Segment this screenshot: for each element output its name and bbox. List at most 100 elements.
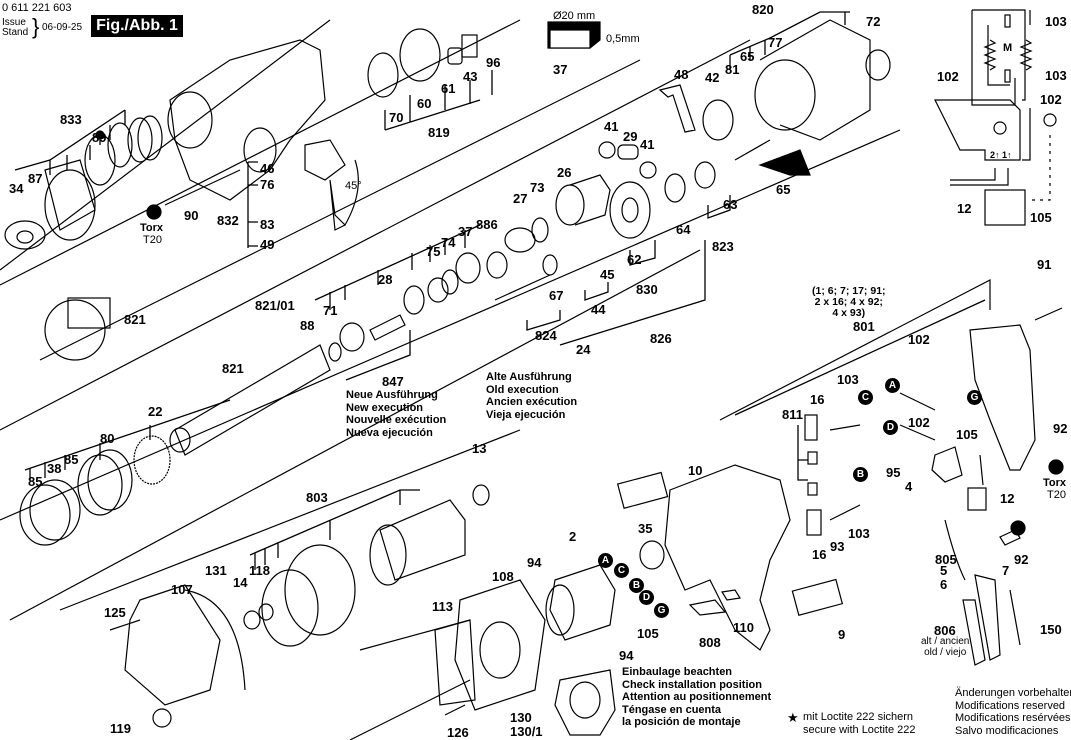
part-5-cable: [944, 519, 966, 581]
part-label: 48: [674, 67, 689, 82]
part-14: [243, 610, 261, 630]
part-label: 6: [940, 577, 948, 592]
part-60: [399, 28, 441, 82]
part-37: [455, 252, 481, 284]
part-label: 805: [935, 552, 957, 567]
torx-size: T20: [1047, 489, 1066, 501]
part-label: 9: [838, 627, 846, 642]
part-label: 824: [535, 328, 557, 343]
part-105-wire: [979, 454, 984, 486]
part-150-wire: [1009, 589, 1021, 646]
part-110-label: [721, 589, 741, 601]
part-821-ring: [339, 322, 365, 352]
part-label: 43: [463, 69, 478, 84]
part-label: 34: [9, 181, 24, 196]
part-12-capacitor: [967, 487, 987, 511]
part-label: 81: [725, 62, 740, 77]
part-label: 42: [705, 70, 720, 85]
part-label: 24: [576, 342, 591, 357]
part-64: [664, 173, 686, 203]
note-modifications: Änderungen vorbehalten Modifications res…: [955, 687, 1071, 737]
part-70: [367, 52, 399, 98]
part-label: 94: [619, 648, 634, 663]
part-4-switch: [931, 446, 963, 483]
part-label: 89: [92, 130, 107, 145]
part-label: 821: [124, 312, 146, 327]
bracket-826: [559, 240, 706, 346]
part-29: [617, 144, 639, 160]
part-103-wire-c: [829, 424, 861, 431]
part-103-wire-b: [829, 504, 861, 521]
part-16-brush-holder-bottom: [806, 509, 822, 536]
part-label: 16: [812, 547, 827, 562]
part-102-wire: [899, 392, 936, 411]
part-label: 38: [47, 461, 62, 476]
frame-line: [719, 279, 991, 421]
part-label: 833: [60, 112, 82, 127]
callout-g: G: [967, 390, 982, 405]
part-131-ring: [184, 589, 246, 691]
torx-size: T20: [143, 234, 162, 246]
bracket-847: [345, 330, 411, 381]
part-886: [486, 251, 508, 279]
part-label: 826: [650, 331, 672, 346]
part-38: [19, 484, 71, 546]
part-label: 83: [260, 217, 275, 232]
part-803-fan: [261, 569, 319, 647]
part-label: 76: [260, 177, 275, 192]
part-label: 823: [712, 239, 734, 254]
part-label: 105: [1030, 210, 1052, 225]
callout-b: B: [853, 467, 868, 482]
part-label: 70: [389, 110, 404, 125]
part-label: 12: [1000, 491, 1015, 506]
part-label: 131: [205, 563, 227, 578]
part-41a: [598, 141, 616, 159]
part-label: 119: [110, 721, 131, 736]
part-65-brush: [758, 149, 811, 176]
part-label: 819: [428, 125, 450, 140]
torx-label: Torx: [140, 222, 164, 234]
figure-label: Fig./Abb. 1: [91, 15, 183, 37]
part-label: 103: [848, 526, 870, 541]
callout-g: G: [654, 603, 669, 618]
part-label: 95: [886, 465, 901, 480]
bracket-819: [384, 70, 493, 131]
part-label: 108: [492, 569, 514, 584]
part-label: 77: [768, 35, 783, 50]
part-label: 7: [1002, 563, 1010, 578]
part-125-screw: [109, 619, 141, 631]
part-label: 41: [640, 137, 655, 152]
part-90-screw: [164, 169, 241, 206]
part-803-armature: [379, 499, 466, 581]
part-label: 5: [940, 563, 948, 578]
part-42: [702, 99, 734, 141]
part-label: 73: [530, 180, 545, 195]
bracket-823: [707, 195, 731, 219]
part-label: 830: [636, 282, 658, 297]
loctite-star-icon: ★: [787, 710, 799, 725]
issue-label: Issue: [2, 17, 26, 28]
part-820-housing-front: [754, 59, 816, 131]
bracket-830: [629, 240, 656, 266]
part-label: 90: [184, 208, 199, 223]
part-label: 14: [233, 575, 248, 590]
part-label: 44: [591, 302, 606, 317]
part-label: 801: [853, 319, 875, 334]
callout-a: A: [885, 378, 900, 393]
part-72: [865, 49, 891, 81]
wiring-schematic: [934, 9, 1057, 226]
part-820-housing: [759, 19, 871, 141]
part-label: 60: [417, 96, 432, 111]
part-16-brush-holder-top: [804, 414, 818, 441]
part-806-sleeve: [962, 599, 986, 666]
part-label: 26: [557, 165, 572, 180]
part-22-gear: [133, 435, 171, 485]
part-73: [531, 217, 549, 243]
part-label: 125: [104, 605, 126, 620]
part-label: 37: [458, 224, 473, 239]
bracket-832: [247, 161, 258, 248]
part-label: 821/01: [255, 298, 295, 313]
part-label: 811: [782, 407, 803, 422]
part-91-screw: [1034, 307, 1063, 321]
part-35: [639, 540, 665, 570]
